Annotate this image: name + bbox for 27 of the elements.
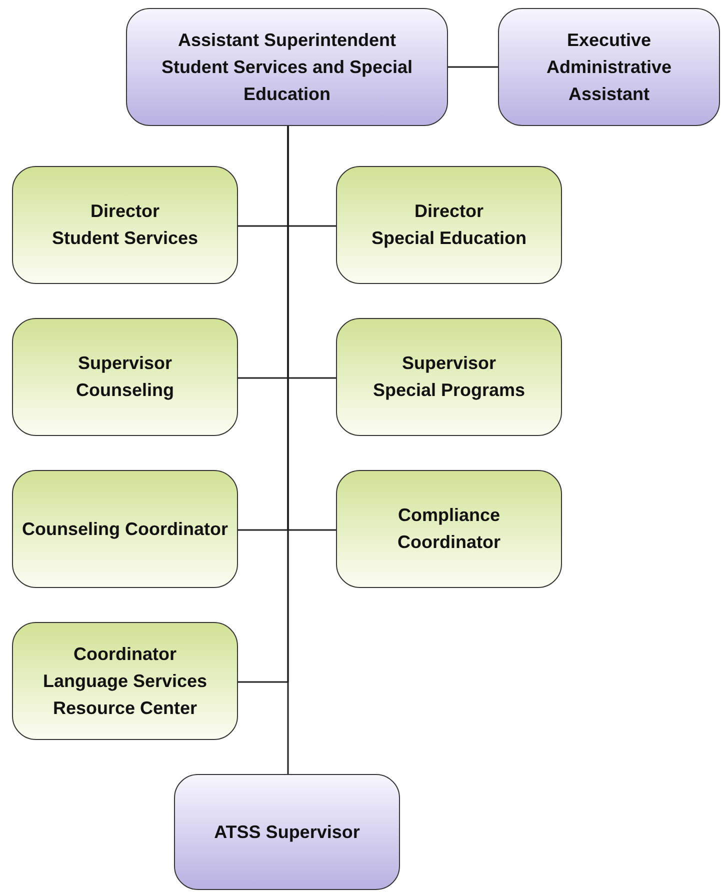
- connector-line: [448, 66, 498, 68]
- org-box: [336, 318, 562, 436]
- department-name: Language Services Resource Center: [42, 670, 208, 720]
- role-title: Director: [90, 200, 160, 223]
- role-title: Compliance Coordinator: [396, 504, 502, 554]
- role-title: Counseling Coordinator: [22, 518, 228, 541]
- department-name: Student Services: [52, 227, 198, 250]
- org-box: [336, 166, 562, 284]
- role-title: ATSS Supervisor: [214, 820, 360, 844]
- org-box: [12, 166, 238, 284]
- role-title: Assistant Superintendent: [178, 28, 396, 52]
- role-title: Executive Administrative Assistant: [545, 28, 673, 106]
- department-name: Special Programs: [372, 379, 526, 402]
- department-name: Special Education: [371, 227, 527, 250]
- role-title: Director: [414, 200, 484, 223]
- department-name: Student Services and Special Education: [160, 56, 414, 106]
- org-box: [336, 470, 562, 588]
- role-title: Supervisor: [78, 352, 172, 375]
- org-box: [12, 622, 238, 740]
- org-box: [126, 8, 448, 126]
- org-box: [174, 774, 400, 890]
- org-box: [12, 470, 238, 588]
- role-title: Coordinator: [74, 642, 176, 666]
- role-title: Supervisor: [402, 352, 496, 375]
- org-box: [498, 8, 720, 126]
- department-name: Counseling: [76, 379, 174, 402]
- org-box: [12, 318, 238, 436]
